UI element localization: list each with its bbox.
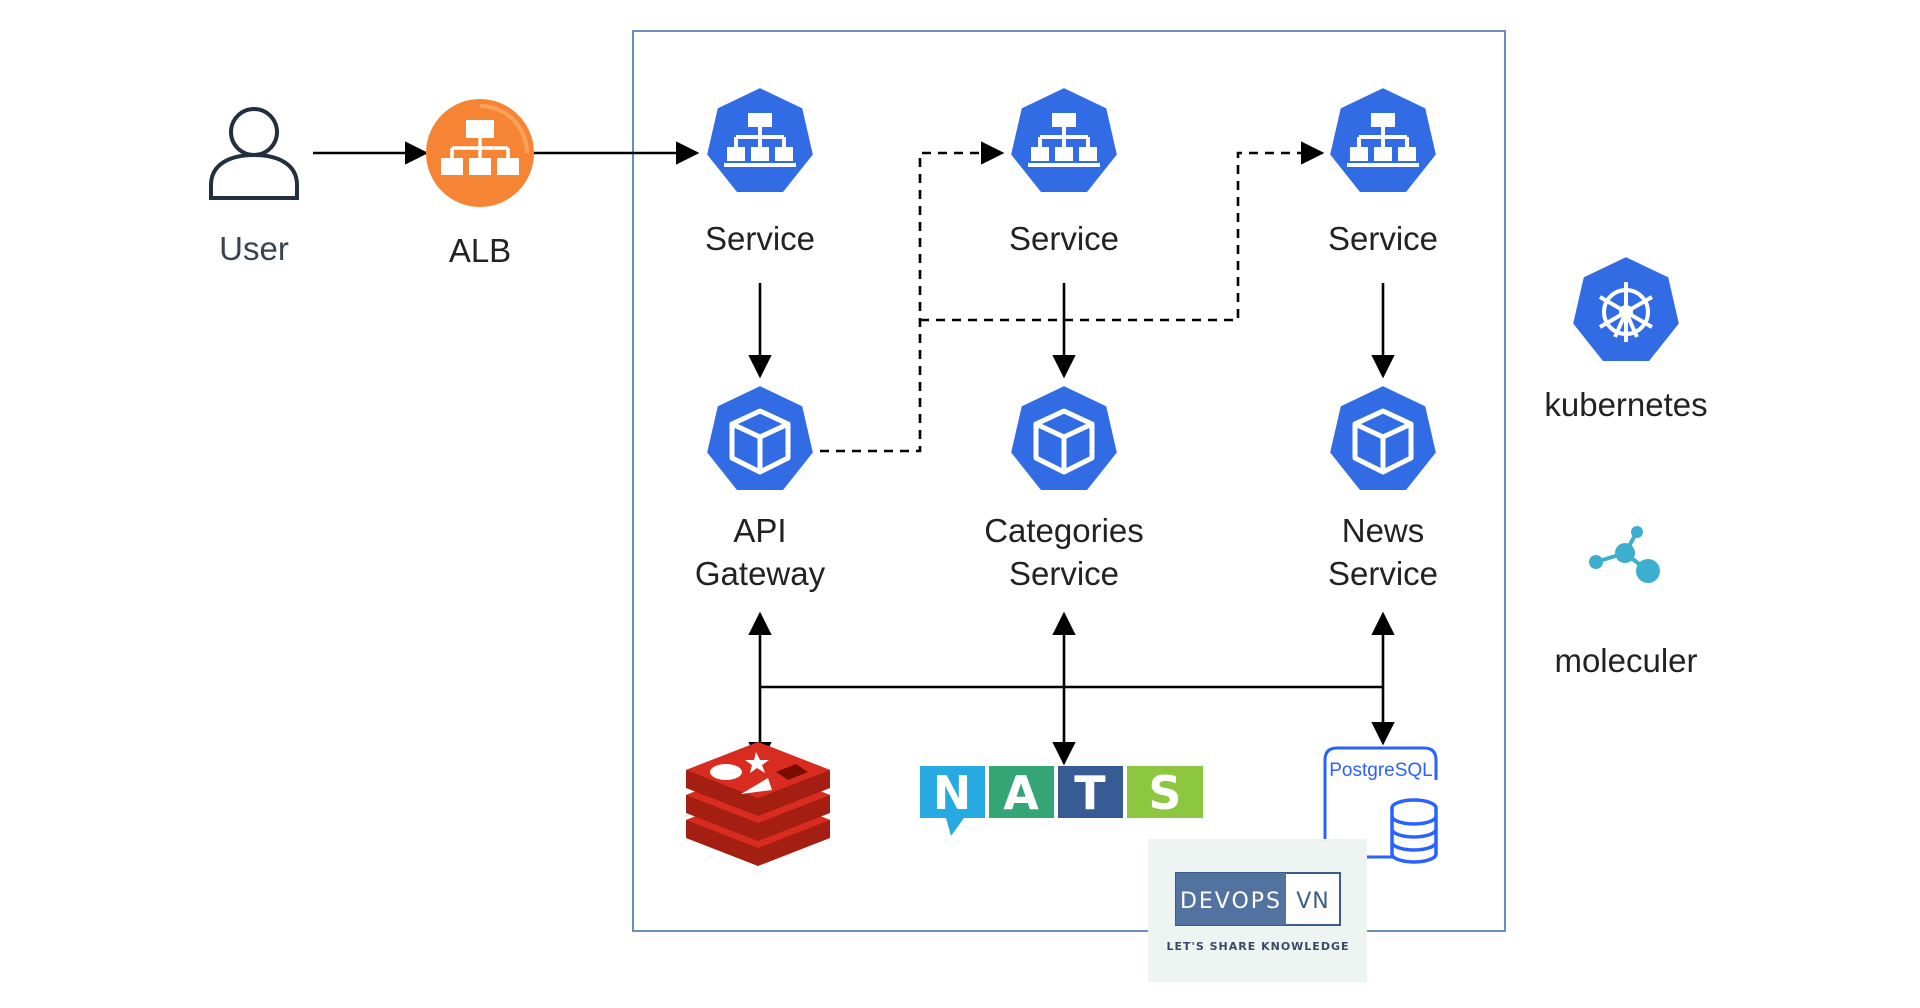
service-node-3: Service: [1328, 86, 1438, 257]
nats-block-n: [920, 766, 985, 818]
database-icon: [1390, 798, 1438, 864]
news-service-node: News Service: [1328, 384, 1438, 592]
service-label: Service: [705, 220, 815, 257]
service-label: Service: [1328, 220, 1438, 257]
kubernetes-label: kubernetes: [1544, 386, 1707, 423]
k8s-service-icon: [1009, 86, 1119, 194]
watermark-brand-left: DEVOPS: [1180, 889, 1282, 914]
nats-letter: T: [1074, 766, 1106, 820]
nats-letter: S: [1148, 766, 1181, 820]
k8s-service-icon: [1328, 86, 1438, 194]
k8s-pod-icon: [1009, 384, 1119, 492]
api-gateway-node: API Gateway: [695, 384, 826, 592]
kubernetes-legend: kubernetes: [1544, 253, 1708, 423]
moleculer-label: moleculer: [1554, 642, 1697, 679]
user-node: User: [209, 107, 299, 267]
nats-speech-tail: [946, 818, 964, 836]
categories-label-line2: Service: [1009, 555, 1119, 592]
moleculer-legend: moleculer: [1554, 526, 1698, 679]
redis-icon: [686, 742, 830, 866]
nats-letter: N: [933, 766, 972, 820]
news-label-line1: News: [1342, 512, 1425, 549]
moleculer-icon: [1589, 526, 1660, 583]
alb-node: ALB: [426, 99, 534, 269]
k8s-pod-icon: [1328, 384, 1438, 492]
nats-letter: A: [1003, 766, 1039, 820]
api-gateway-label-line2: Gateway: [695, 555, 826, 592]
connectors: [313, 141, 1395, 766]
nats-block-s: [1127, 766, 1203, 818]
devopsvn-watermark: DEVOPS VN LET'S SHARE KNOWLEDGE: [1148, 839, 1367, 982]
kubernetes-icon: [1569, 253, 1683, 365]
service-label: Service: [1009, 220, 1119, 257]
gateway-to-service3-dashed: [920, 141, 1325, 322]
alb-label: ALB: [449, 232, 511, 269]
postgresql-node: PostgreSQL: [1323, 746, 1438, 864]
gateway-to-service2-dashed: [820, 141, 1005, 453]
cluster-frame: [632, 30, 1506, 932]
news-label-line2: Service: [1328, 555, 1438, 592]
watermark-brand-right: VN: [1296, 889, 1330, 914]
user-icon: [209, 107, 299, 200]
categories-label-line1: Categories: [984, 512, 1144, 549]
nats-logo: N A T S: [920, 766, 1203, 836]
nats-block-t: [1058, 766, 1123, 818]
watermark-tagline: LET'S SHARE KNOWLEDGE: [1166, 940, 1349, 953]
service-node-2: Service: [1009, 86, 1119, 257]
nats-block-a: [989, 766, 1054, 818]
categories-service-node: Categories Service: [984, 384, 1144, 592]
k8s-pod-icon: [705, 384, 815, 492]
api-gateway-label-line1: API: [733, 512, 786, 549]
user-label: User: [219, 230, 289, 267]
load-balancer-icon: [426, 99, 534, 207]
service-node-1: Service: [705, 86, 815, 257]
postgresql-label: PostgreSQL: [1329, 760, 1433, 781]
k8s-service-icon: [705, 86, 815, 194]
